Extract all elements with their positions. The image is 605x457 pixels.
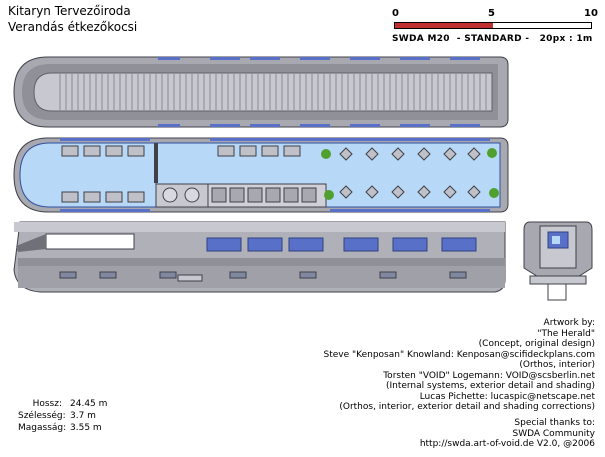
credits-heading: Artwork by: <box>543 318 595 328</box>
scale-label: SWDA M20 - STANDARD - 20px : 1m <box>392 34 593 44</box>
dining-table <box>443 147 457 161</box>
dining-table <box>417 147 431 161</box>
scale-tick-5: 5 <box>488 8 495 19</box>
seat <box>283 145 301 157</box>
seat <box>239 145 257 157</box>
scale-ruler <box>394 22 592 29</box>
dining-table <box>417 185 431 199</box>
side-view <box>13 221 506 293</box>
spec-key: Hossz: <box>32 399 62 409</box>
spec-key: Magasság: <box>18 423 67 433</box>
seat <box>61 145 79 157</box>
dining-table <box>339 185 353 199</box>
dining-table <box>391 147 405 161</box>
credits-line: Lucas Pichette: lucaspic@netscape.net <box>419 391 595 402</box>
credits-line: "The Herald" <box>537 328 595 339</box>
seat <box>83 145 101 157</box>
spec-value: 3.55 m <box>70 423 102 433</box>
credits-line: (Internal systems, exterior detail and s… <box>385 381 595 391</box>
seat <box>127 145 145 157</box>
drawing-title: Kitaryn Tervezőiroda <box>8 4 131 18</box>
seat <box>105 191 123 203</box>
dining-table <box>467 147 481 161</box>
roof-view <box>13 56 509 128</box>
deck-plan <box>13 137 509 213</box>
credits-line: Torsten "VOID" Logemann: VOID@scsberlin.… <box>383 370 595 381</box>
thanks-line: Special thanks to: <box>514 418 595 428</box>
spec-value: 3.7 m <box>70 411 96 421</box>
dining-table <box>391 185 405 199</box>
seat <box>83 191 101 203</box>
dining-table <box>365 185 379 199</box>
credits-line: (Orthos, interior) <box>519 360 595 370</box>
seat <box>105 145 123 157</box>
seat <box>61 191 79 203</box>
thanks-line: SWDA Community <box>512 428 596 439</box>
scale-tick-10: 10 <box>584 8 598 19</box>
dining-table <box>467 185 481 199</box>
credits-line: (Orthos, interior, exterior detail and s… <box>339 402 595 412</box>
scale-tick-0: 0 <box>392 8 399 19</box>
drawing-subtitle: Verandás étkezőkocsi <box>8 20 138 34</box>
seat <box>217 145 235 157</box>
credits-line: (Concept, original design) <box>478 339 595 349</box>
seat <box>127 191 145 203</box>
dining-table <box>365 147 379 161</box>
thanks-block: Special thanks to: SWDA Community http:/… <box>295 418 595 450</box>
seat <box>261 145 279 157</box>
scale-bar: 0 5 10 SWDA M20 - STANDARD - 20px : 1m <box>380 4 600 44</box>
dining-table <box>339 147 353 161</box>
spec-key: Szélesség: <box>18 411 66 421</box>
thanks-line: http://swda.art-of-void.de V2.0, @2006 <box>419 439 595 449</box>
spec-value: 24.45 m <box>70 399 108 409</box>
credits-line: Steve "Kenposan" Knowland: Kenposan@scif… <box>323 349 595 360</box>
end-view <box>523 221 593 301</box>
credits-block: Artwork by: "The Herald" (Concept, origi… <box>275 318 595 413</box>
dining-table <box>443 185 457 199</box>
